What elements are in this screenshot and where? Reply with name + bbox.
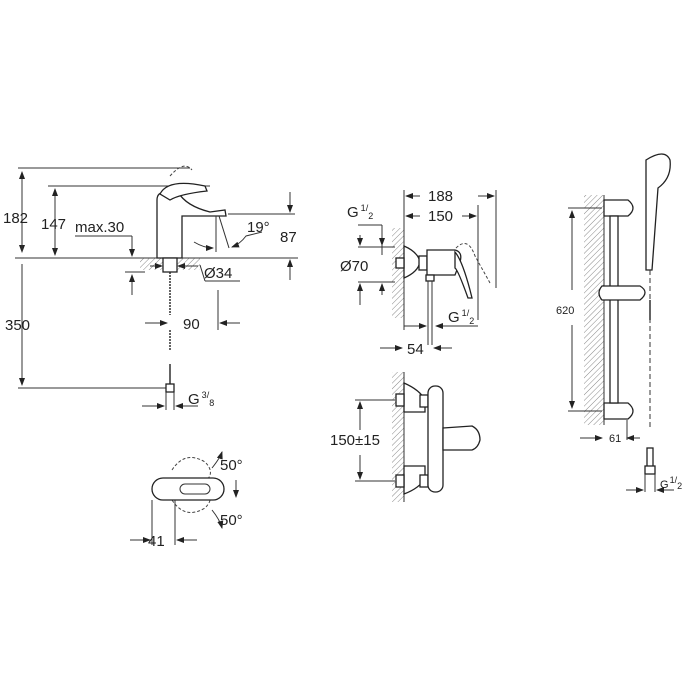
shower-rail-view: 620 61 G1/2 [556, 153, 682, 493]
dim-total-height: 182 [3, 210, 28, 227]
dim-hole-diameter: Ø34 [204, 265, 232, 282]
rail-connection-thread: G1/2 [660, 475, 682, 491]
dim-spout-reach: 90 [183, 316, 200, 333]
dim-rosette-diameter: Ø70 [340, 258, 368, 275]
dim-total-depth: 188 [428, 188, 453, 205]
dim-spout-height: 147 [41, 216, 66, 233]
angle-lower: 50° [220, 512, 243, 529]
dim-depth: 41 [148, 533, 165, 550]
dim-spout-angle: 19° [247, 219, 270, 236]
dim-spout-clearance: 87 [280, 229, 297, 246]
shower-mixer-front-view: 150±15 [330, 372, 481, 502]
basin-mixer-plan-view: 50° 50° 41 [130, 451, 243, 550]
dim-hose-length: 350 [5, 317, 30, 334]
dim-rail-length: 620 [556, 305, 574, 317]
dim-outlet-offset: 54 [407, 341, 424, 358]
dim-deck-thickness: max.30 [75, 219, 124, 236]
angle-upper: 50° [220, 457, 243, 474]
dim-offset: 61 [609, 433, 621, 445]
dim-centres: 150±15 [330, 432, 380, 449]
dim-body-depth: 150 [428, 208, 453, 225]
